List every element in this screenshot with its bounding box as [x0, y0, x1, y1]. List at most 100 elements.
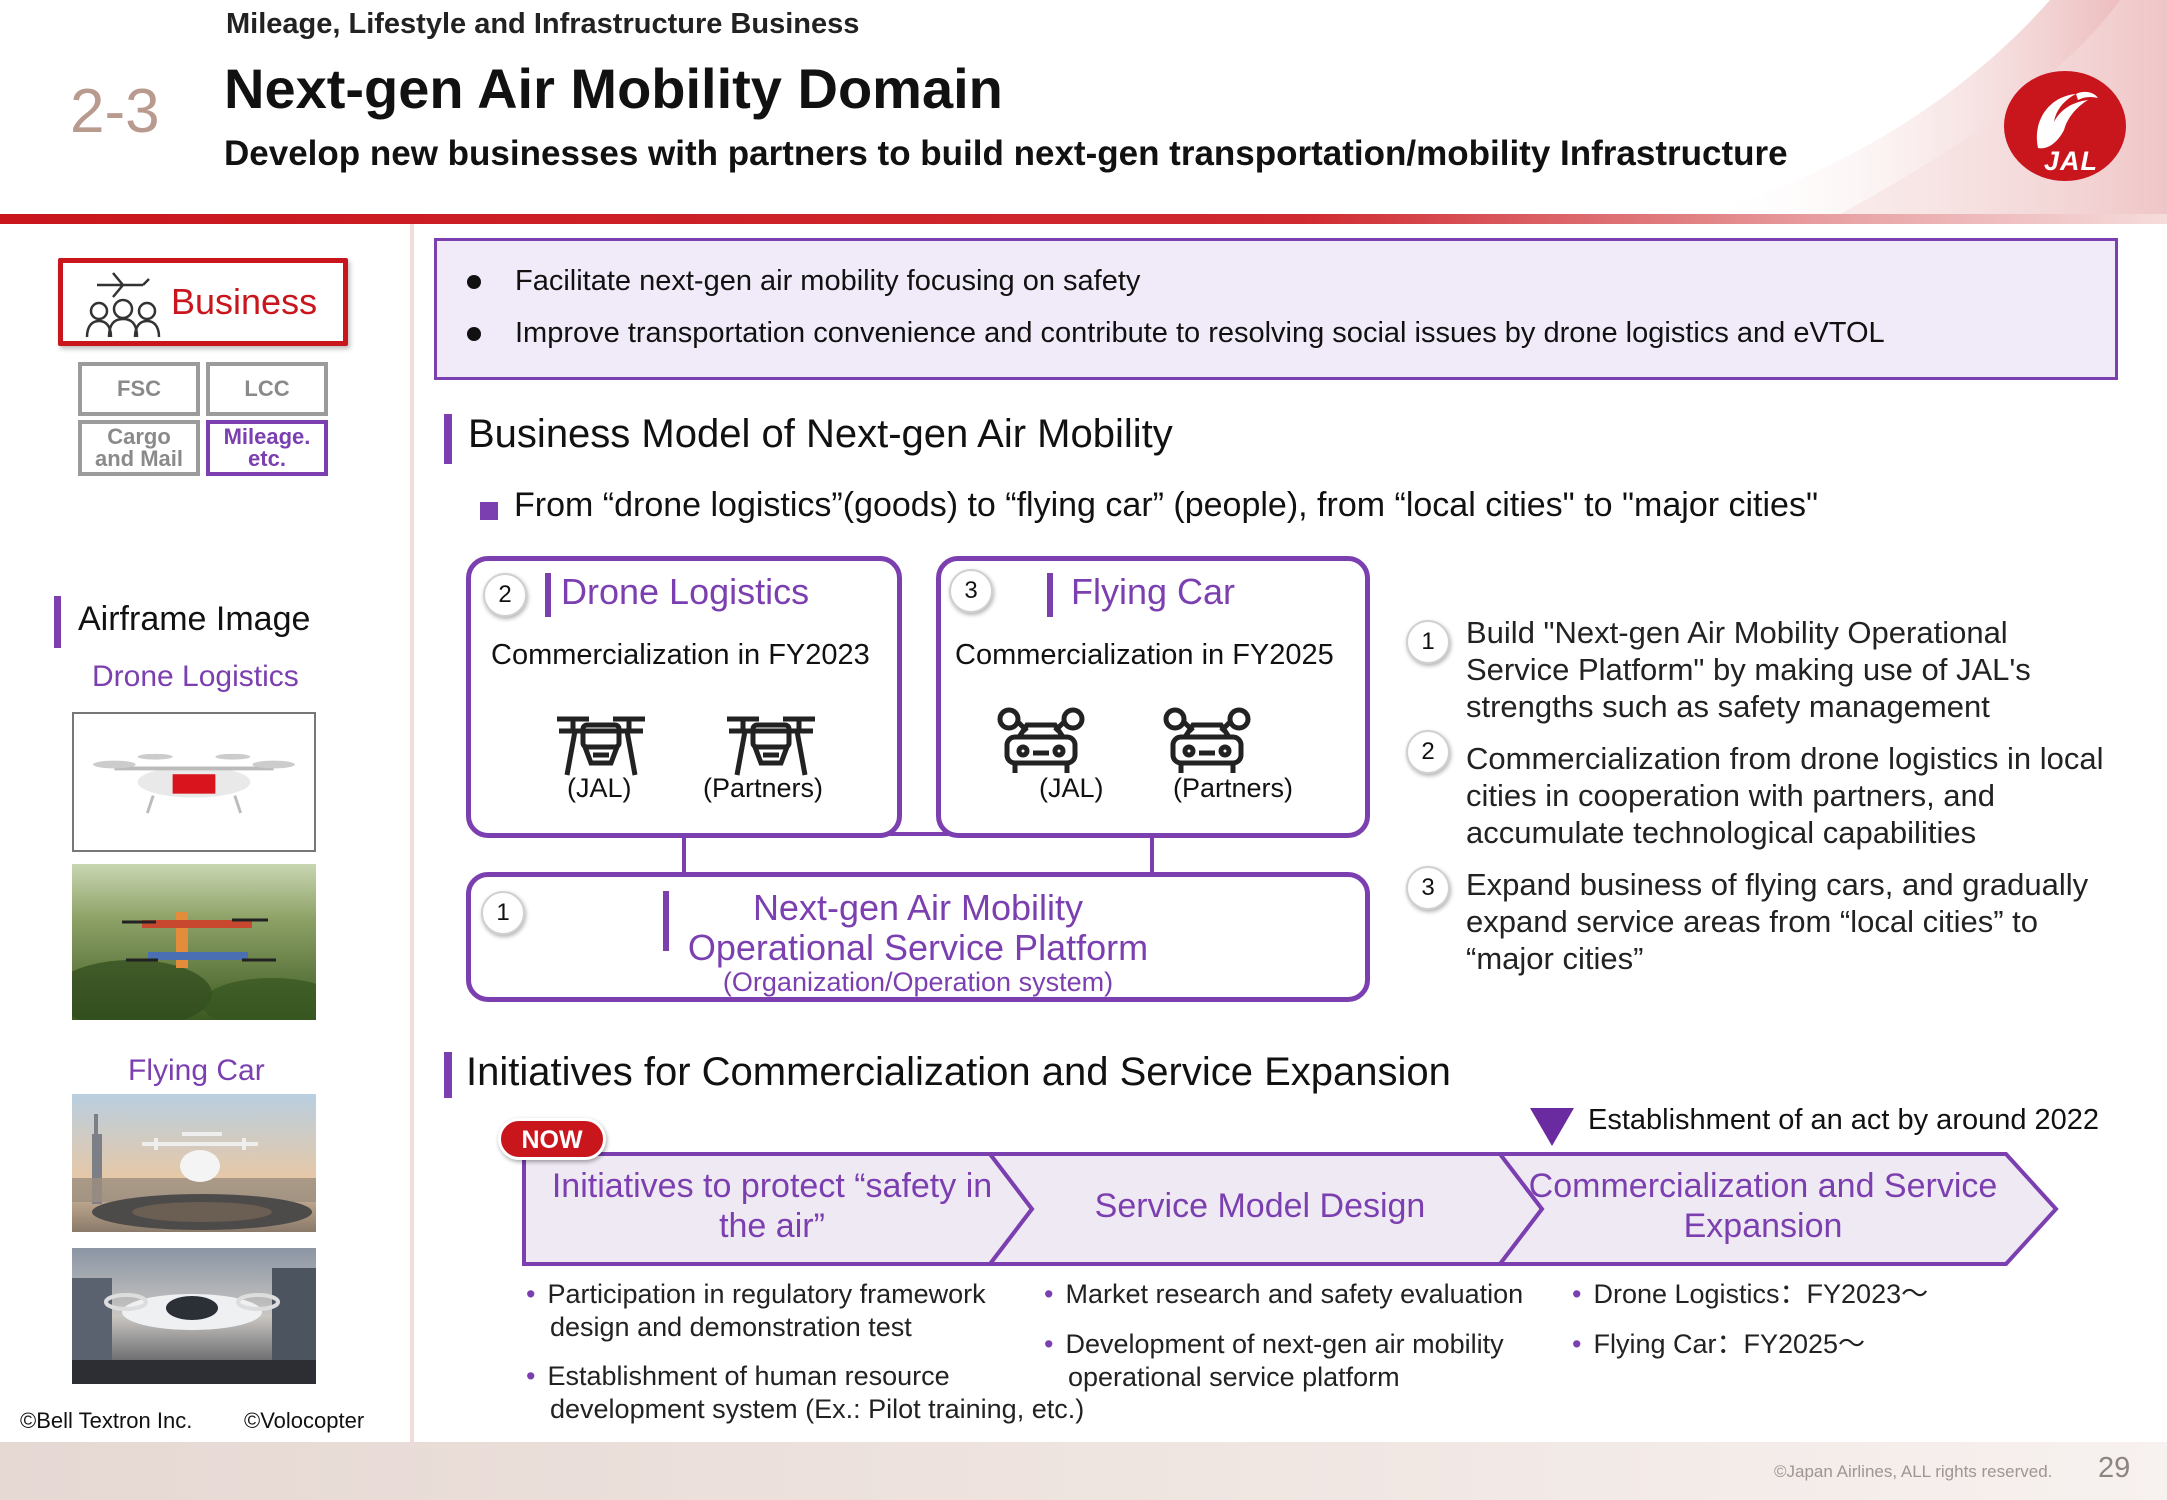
milestone-text: Establishment of an act by around 2022: [1588, 1104, 2099, 1137]
milestone-triangle-icon: [1530, 1108, 1574, 1146]
explanation-text: Commercialization from drone logistics i…: [1466, 740, 2106, 851]
segment-cargo-line2: and Mail: [95, 448, 183, 470]
flying-car-icon: [989, 707, 1093, 777]
bullet-dot-icon: [467, 275, 481, 289]
timeline-text: development system (Ex.: Pilot training,…: [526, 1393, 1084, 1426]
photo-credit-bell: ©Bell Textron Inc.: [20, 1408, 192, 1434]
summary-text: Improve transportation convenience and c…: [515, 317, 1885, 350]
category-label: Mileage, Lifestyle and Infrastructure Bu…: [226, 8, 859, 41]
segment-mileage-line1: Mileage.: [224, 426, 311, 448]
summary-bullet: Improve transportation convenience and c…: [467, 317, 1885, 350]
number-badge: 3: [1406, 866, 1450, 910]
initiatives-heading-bar: [444, 1052, 452, 1098]
flying-car-commercialization-date: Commercialization in FY2025: [955, 639, 1334, 672]
bullet-dot-icon: •: [1572, 1279, 1581, 1309]
segment-cargo: Cargo and Mail: [78, 420, 200, 476]
bullet-dot-icon: •: [1572, 1329, 1581, 1359]
segment-mileage-active: Mileage. etc.: [206, 420, 328, 476]
platform-subtitle: (Organization/Operation system): [471, 967, 1365, 998]
timeline-text: Market research and safety evaluation: [1065, 1279, 1523, 1309]
page-number: 29: [2098, 1452, 2130, 1485]
timeline-item: • Participation in regulatory framework d…: [526, 1278, 986, 1344]
partners-label: (Partners): [1173, 773, 1293, 804]
drone-photo-field: [72, 864, 316, 1020]
drone-logistics-label: Drone Logistics: [92, 660, 299, 694]
flying-car-label: Flying Car: [128, 1054, 265, 1088]
number-badge: 2: [1406, 730, 1450, 774]
segment-fsc-label: FSC: [117, 378, 161, 400]
timeline-item: • Establishment of human resource develop…: [526, 1360, 1084, 1426]
summary-text: Facilitate next-gen air mobility focusin…: [515, 265, 1140, 298]
timeline-item: • Flying Car：FY2025〜: [1572, 1328, 1865, 1361]
drone-icon: [549, 709, 653, 779]
bullet-dot-icon: •: [1044, 1329, 1053, 1359]
segment-fsc: FSC: [78, 362, 200, 416]
jal-label: (JAL): [567, 773, 632, 804]
airframe-heading-bar: [54, 596, 61, 648]
timeline-text: Drone Logistics：FY2023〜: [1593, 1279, 1928, 1309]
platform-title-line2: Operational Service Platform: [471, 927, 1365, 969]
flying-car-photo-city: [72, 1094, 316, 1232]
timeline-text: design and demonstration test: [526, 1311, 986, 1344]
number-badge: 3: [949, 569, 993, 613]
timeline-text: operational service platform: [1044, 1361, 1504, 1394]
segment-mileage-line2: etc.: [248, 448, 286, 470]
square-bullet-icon: [480, 502, 498, 520]
summary-box: Facilitate next-gen air mobility focusin…: [434, 238, 2118, 380]
flying-car-photo-rooftop: [72, 1248, 316, 1384]
number-badge: 1: [1406, 620, 1450, 664]
step-commercialization: Commercialization and Service Expansion: [1520, 1166, 2006, 1246]
step-service-model: Service Model Design: [1020, 1186, 1500, 1226]
segment-cargo-line1: Cargo: [107, 426, 171, 448]
drone-logistics-title: Drone Logistics: [561, 571, 809, 613]
drone-logistics-box: 2 Drone Logistics Commercialization in F…: [466, 556, 902, 838]
business-model-title: Business Model of Next-gen Air Mobility: [468, 412, 1173, 457]
photo-credit-volocopter: ©Volocopter: [244, 1408, 364, 1434]
sidebar-divider: [410, 224, 414, 1442]
business-tag: Business: [58, 258, 348, 346]
partners-label: (Partners): [703, 773, 823, 804]
staff-airplane-icon: [83, 271, 165, 337]
step-safety: Initiatives to protect “safety in the ai…: [532, 1166, 1012, 1246]
bullet-dot-icon: •: [1044, 1279, 1053, 1309]
title-bar: [1047, 573, 1053, 617]
segment-lcc: LCC: [206, 362, 328, 416]
flying-car-title: Flying Car: [1071, 571, 1235, 613]
footer-copyright: ©Japan Airlines, ALL rights reserved.: [1774, 1462, 2052, 1482]
business-model-subtitle: From “drone logistics”(goods) to “flying…: [514, 486, 1818, 525]
page-title: Next-gen Air Mobility Domain: [224, 56, 1003, 121]
timeline-text: Development of next-gen air mobility: [1065, 1329, 1503, 1359]
drone-photo-white: [72, 712, 316, 852]
summary-bullet: Facilitate next-gen air mobility focusin…: [467, 265, 1140, 298]
timeline-text: Participation in regulatory framework: [547, 1279, 985, 1309]
flying-car-box: 3 Flying Car Commercialization in FY2025: [936, 556, 1370, 838]
timeline-item: • Market research and safety evaluation: [1044, 1278, 1523, 1311]
explanation-text: Build "Next-gen Air Mobility Operational…: [1466, 614, 2106, 725]
timeline-text: Flying Car：FY2025〜: [1593, 1329, 1865, 1359]
section-number: 2-3: [70, 76, 160, 147]
segment-lcc-label: LCC: [244, 378, 289, 400]
flying-car-icon: [1155, 707, 1259, 777]
business-label: Business: [171, 281, 317, 323]
page-subtitle: Develop new businesses with partners to …: [224, 134, 1788, 174]
business-model-heading-bar: [444, 414, 452, 464]
now-badge: NOW: [498, 1118, 606, 1160]
bullet-dot-icon: •: [526, 1279, 535, 1309]
number-badge: 2: [483, 573, 527, 617]
diagram-connector: [682, 834, 686, 876]
airframe-title: Airframe Image: [78, 600, 310, 639]
jal-label: (JAL): [1039, 773, 1104, 804]
drone-icon: [719, 709, 823, 779]
bullet-dot-icon: •: [526, 1361, 535, 1391]
timeline-item: • Drone Logistics：FY2023〜: [1572, 1278, 1928, 1311]
header-divider: [0, 214, 2167, 224]
logo-text: JAL: [2044, 146, 2098, 177]
timeline-text: Establishment of human resource: [547, 1361, 949, 1391]
platform-title-line1: Next-gen Air Mobility: [471, 887, 1365, 929]
platform-box: 1 Next-gen Air Mobility Operational Serv…: [466, 872, 1370, 1002]
title-bar: [545, 573, 551, 617]
initiatives-title: Initiatives for Commercialization and Se…: [466, 1050, 1451, 1095]
timeline-item: • Development of next-gen air mobility op…: [1044, 1328, 1504, 1394]
diagram-connector: [1150, 834, 1154, 876]
drone-commercialization-date: Commercialization in FY2023: [491, 639, 870, 672]
